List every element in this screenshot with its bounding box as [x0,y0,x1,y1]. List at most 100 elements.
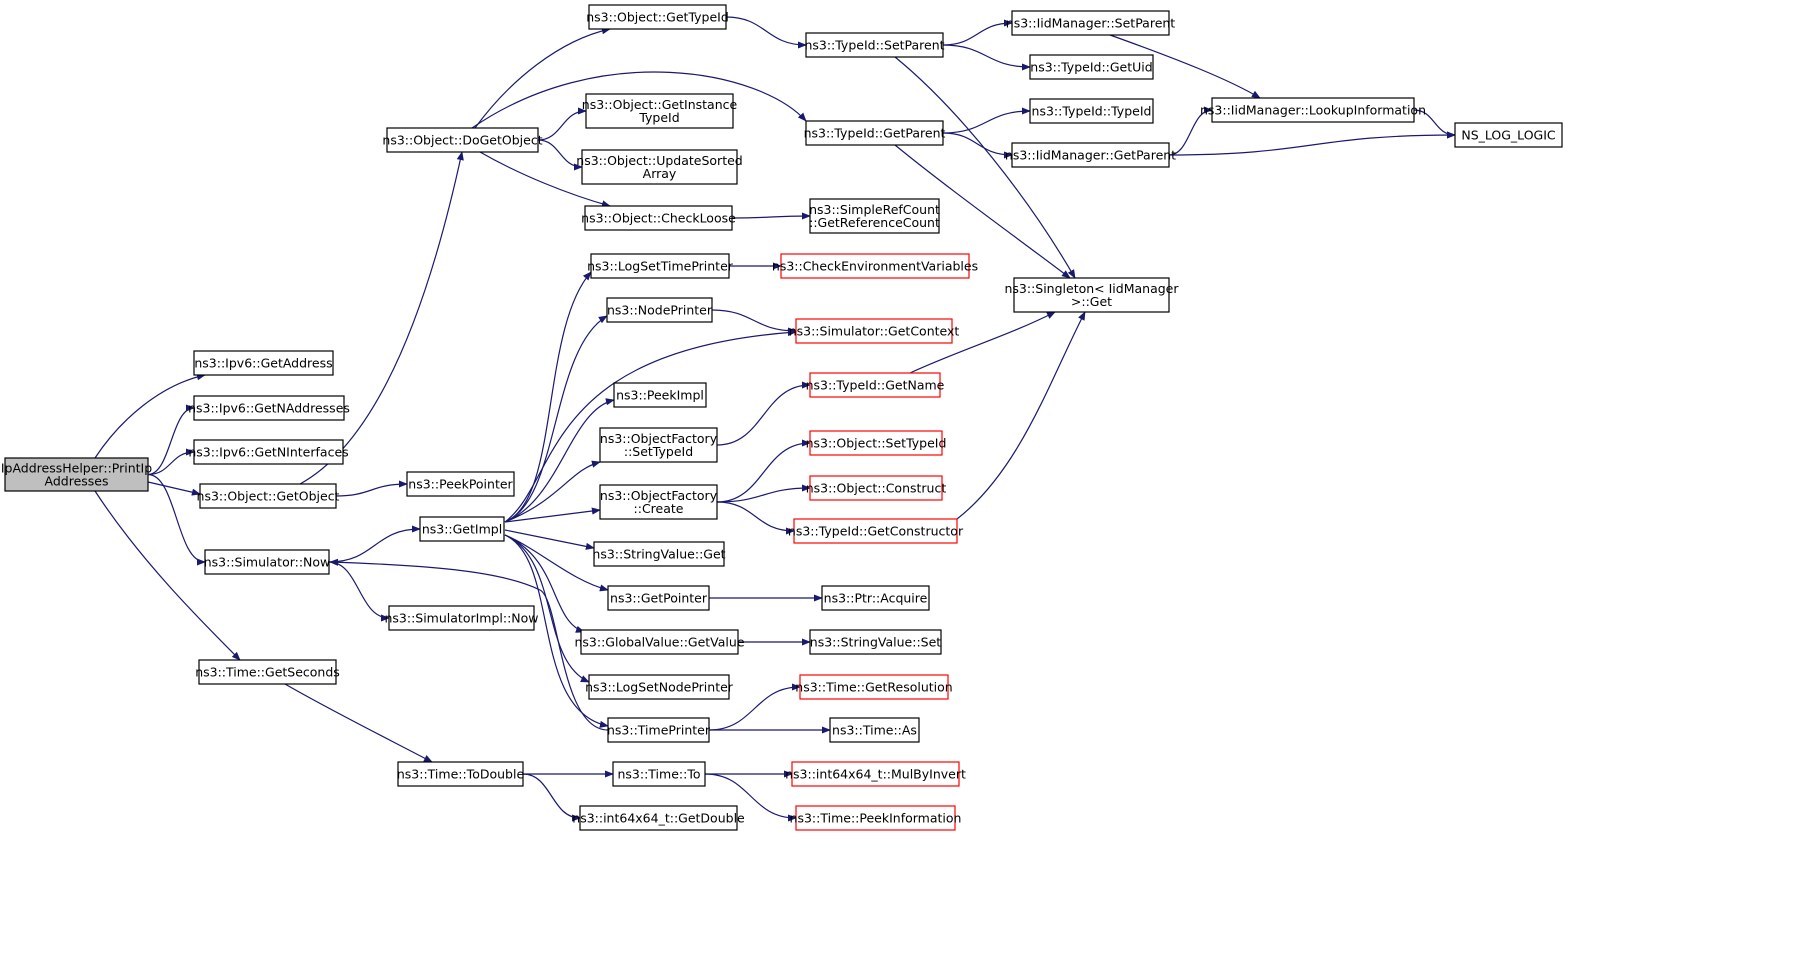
node-int64_mulbyinvert[interactable]: ns3::int64x64_t::MulByInvert [785,761,966,787]
node-label: ns3::GetPointer [610,591,708,606]
edge-getimpl-to-stringvalue_get [504,529,595,550]
node-box [193,439,344,465]
node-time_getresolution[interactable]: ns3::Time::GetResolution [795,674,953,700]
node-label: NS_LOG_LOGIC [1461,128,1556,143]
edge-objectfactory_create-to-object_construct [716,484,811,503]
node-object_dogetobject[interactable]: ns3::Object::DoGetObject [382,127,543,153]
node-timeprinter[interactable]: ns3::TimePrinter [607,717,711,743]
node-label: ns3::GetImpl [422,522,502,537]
node-box [419,516,505,542]
node-iidmanager_getparent[interactable]: ns3::IidManager::GetParent [1005,142,1176,168]
node-typeid_getconstructor[interactable]: ns3::TypeId::GetConstructor [788,518,964,544]
node-getpointer[interactable]: ns3::GetPointer [607,585,710,611]
edge-typeid_getparent-to-iidmanager_getparent [942,132,1013,159]
node-object_getobject[interactable]: ns3::Object::GetObject [197,483,340,509]
node-typeid_typeid[interactable]: ns3::TypeId::TypeId [1029,98,1154,124]
node-typeid_getparent[interactable]: ns3::TypeId::GetParent [804,120,946,146]
node-label: ns3::CheckEnvironmentVariables [772,259,978,274]
node-nodeprinter[interactable]: ns3::NodePrinter [606,297,713,323]
node-objectfactory_settypeid[interactable]: ns3::ObjectFactory::SetTypeId [599,427,718,463]
node-ipv6_getnaddresses[interactable]: ns3::Ipv6::GetNAddresses [188,395,350,421]
node-simplerefcount[interactable]: ns3::SimpleRefCount::GetReferenceCount [809,198,940,234]
edge-nodeprinter-to-simulator_getcontext [711,309,797,335]
node-label: ns3::TypeId::GetUid [1030,60,1152,75]
node-label: ns3::Ptr::Acquire [824,591,928,606]
node-typeid_getname[interactable]: ns3::TypeId::GetName [806,372,945,398]
node-box [193,395,345,421]
node-object_construct[interactable]: ns3::Object::Construct [806,475,947,501]
edge-getimpl-to-objectfactory_settypeid [504,460,601,523]
node-label: ns3::IidManager::SetParent [1006,16,1176,31]
edge-iidmanager_lookup-to-ns_log_logic [1413,109,1456,139]
node-ns_log_logic[interactable]: NS_LOG_LOGIC [1454,122,1563,148]
edge-getimpl-to-globalvalue_getvalue [504,534,585,633]
edge-getimpl-to-simulator_getcontext [504,328,797,523]
node-ipv6_getninterfaces[interactable]: ns3::Ipv6::GetNInterfaces [188,439,349,465]
node-box [805,32,944,58]
node-simulator_getcontext[interactable]: ns3::Simulator::GetContext [789,318,960,344]
node-ipv6_getaddress[interactable]: ns3::Ipv6::GetAddress [193,350,334,376]
node-peekpointer[interactable]: ns3::PeekPointer [406,471,515,497]
edge-root-to-ipv6_getaddress [94,373,206,459]
node-box [581,149,738,185]
edge-typeid_setparent-to-singleton_get [894,56,1076,279]
node-stringvalue_get[interactable]: ns3::StringValue::Get [592,541,726,567]
node-checkenvvars[interactable]: ns3::CheckEnvironmentVariables [772,253,978,279]
node-time_getseconds[interactable]: ns3::Time::GetSeconds [195,659,340,685]
edges-layer [94,16,1456,822]
node-label: ns3::PeekImpl [616,388,704,403]
edge-typeid_getconstructor-to-singleton_get [956,311,1086,520]
node-box [607,585,710,611]
edge-typeid_getparent-to-singleton_get [894,144,1071,279]
node-globalvalue_getvalue[interactable]: ns3::GlobalValue::GetValue [574,629,745,655]
node-box [406,471,515,497]
node-peekimpl[interactable]: ns3::PeekImpl [613,382,707,408]
node-object_gettypeid[interactable]: ns3::Object::GetTypeId [586,4,729,30]
node-label: ns3::Time::GetResolution [795,680,952,695]
node-objectfactory_create[interactable]: ns3::ObjectFactory::Create [599,484,718,520]
node-label: ns3::StringValue::Set [810,635,941,650]
node-box [388,605,535,631]
node-getimpl[interactable]: ns3::GetImpl [419,516,505,542]
node-box [1029,54,1154,80]
node-int64_getdouble[interactable]: ns3::int64x64_t::GetDouble [572,805,745,831]
node-box [585,93,734,129]
node-time_todouble[interactable]: ns3::Time::ToDouble [397,761,525,787]
node-label: ns3::Object::GetInstance [582,97,738,112]
node-ptr_acquire[interactable]: ns3::Ptr::Acquire [821,585,930,611]
node-label: ns3::Object::GetObject [197,489,340,504]
node-time_to[interactable]: ns3::Time::To [612,761,706,787]
node-label: ns3::Ipv6::GetAddress [194,356,332,371]
node-box [613,382,707,408]
node-simulator_now[interactable]: ns3::Simulator::Now [204,549,331,575]
node-object_checkloose[interactable]: ns3::Object::CheckLoose [581,205,736,231]
edge-object_checkloose-to-simplerefcount [731,212,811,220]
node-label: Addresses [45,474,109,489]
node-object_settypeid[interactable]: ns3::Object::SetTypeId [806,430,947,456]
node-box [799,674,949,700]
node-label: ns3::LogSetNodePrinter [585,680,734,695]
node-typeid_setparent[interactable]: ns3::TypeId::SetParent [804,32,945,58]
node-label: ns3::Object::CheckLoose [581,211,736,226]
node-label: ns3::Time::GetSeconds [195,665,340,680]
node-time_as[interactable]: ns3::Time::As [829,717,920,743]
node-box [193,350,334,376]
node-stringvalue_set[interactable]: ns3::StringValue::Set [809,629,942,655]
node-logsetnodeprinter[interactable]: ns3::LogSetNodePrinter [585,674,734,700]
node-simulatorimpl_now[interactable]: ns3::SimulatorImpl::Now [384,605,539,631]
node-time_peekinformation[interactable]: ns3::Time::PeekInformation [790,805,962,831]
node-label: ns3::Time::PeekInformation [790,811,962,826]
edge-typeid_getname-to-singleton_get [909,311,1056,374]
node-label: ns3::NodePrinter [607,303,713,318]
node-label: ns3::PeekPointer [408,477,513,492]
node-logsettimeprinter[interactable]: ns3::LogSetTimePrinter [587,253,734,279]
node-box [588,4,727,30]
node-typeid_getuid[interactable]: ns3::TypeId::GetUid [1029,54,1154,80]
node-singleton_get[interactable]: ns3::Singleton< IidManager >::Get [1004,277,1179,313]
edge-object_getobject-to-peekpointer [335,480,408,497]
node-iidmanager_setparent[interactable]: ns3::IidManager::SetParent [1006,10,1176,36]
node-iidmanager_lookup[interactable]: ns3::IidManager::LookupInformation [1200,97,1426,123]
node-box [809,475,943,501]
